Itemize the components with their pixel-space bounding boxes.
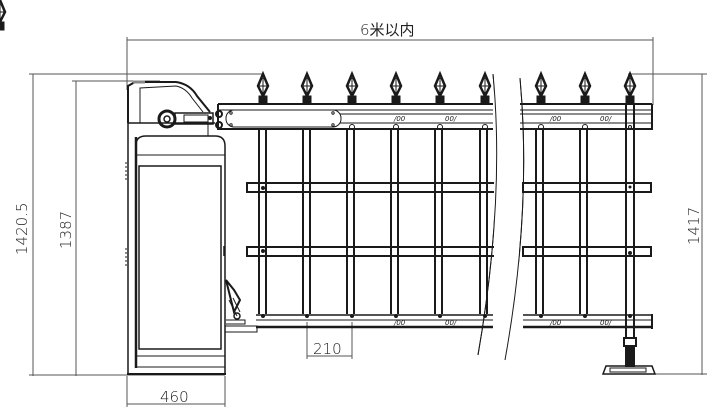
svg-text:/00: /00 xyxy=(549,319,562,327)
fence-boom-arm: /00 00/ /00 00/ /00 00/ /00 00/ xyxy=(217,70,653,370)
spike-finials xyxy=(0,0,637,106)
overall-height-label: 1420.5 xyxy=(13,203,31,256)
dimension-lines xyxy=(29,37,707,407)
svg-text:/00: /00 xyxy=(549,115,562,123)
span-dimension-label: 6米以内 xyxy=(360,21,415,39)
cabinet-width-label: 460 xyxy=(160,388,189,406)
bar-spacing-label: 210 xyxy=(313,340,342,358)
svg-text:/00: /00 xyxy=(393,115,406,123)
cabinet-height-label: 1387 xyxy=(57,211,75,249)
svg-text:00/: 00/ xyxy=(600,115,612,123)
svg-text:00/: 00/ xyxy=(445,115,457,123)
gate-cabinet xyxy=(125,80,258,375)
arm-height-label: 1417 xyxy=(685,207,703,245)
svg-text:00/: 00/ xyxy=(600,319,612,327)
svg-text:/00: /00 xyxy=(393,319,406,327)
arm-rest-support xyxy=(601,337,657,375)
svg-text:00/: 00/ xyxy=(445,319,457,327)
